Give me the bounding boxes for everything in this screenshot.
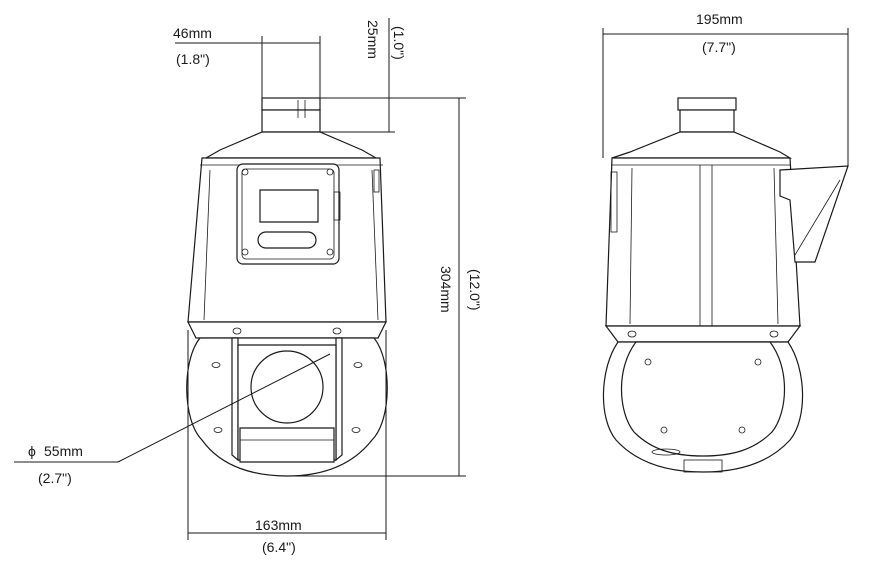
mount-width-metric: 46mm	[173, 25, 212, 41]
side-view	[602, 97, 849, 473]
mount-width-imperial: (1.8")	[176, 51, 210, 67]
side-depth-metric: 195mm	[696, 11, 743, 27]
window-diameter-symbol: ϕ	[28, 443, 36, 459]
mount-height-metric: 25mm	[365, 20, 381, 59]
mount-height-imperial: (1.0")	[391, 26, 407, 60]
side-depth-imperial: (7.7")	[702, 39, 736, 55]
total-height-imperial: (12.0")	[467, 269, 483, 311]
window-diameter-imperial: (2.7")	[38, 470, 72, 486]
body-width-imperial: (6.4")	[262, 539, 296, 555]
front-dimension-lines	[14, 18, 466, 540]
body-width-metric: 163mm	[255, 517, 302, 533]
total-height-metric: 304mm	[438, 266, 454, 313]
window-diameter-metric: 55mm	[44, 443, 83, 459]
side-dimension-lines	[602, 28, 849, 166]
front-view	[186, 97, 388, 477]
